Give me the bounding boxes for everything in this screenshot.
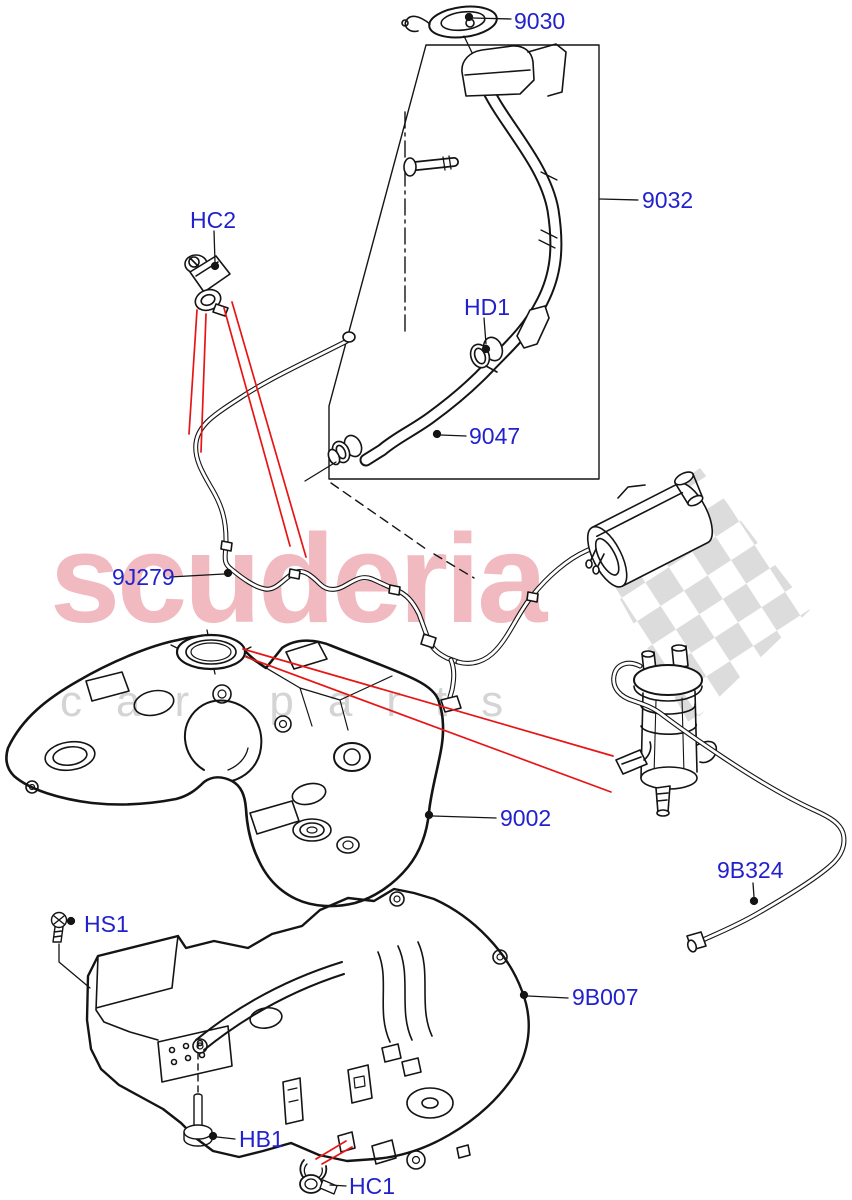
- watermark-tagline-text: car parts: [60, 677, 537, 726]
- part-number-label[interactable]: 9B007: [572, 984, 639, 1010]
- part-number-label[interactable]: HD1: [464, 294, 511, 320]
- screw-hs1-drawing: [50, 911, 68, 943]
- red-pointer-lines: [188, 301, 614, 1165]
- tank-shield-drawing: [85, 887, 530, 1170]
- part-number-label[interactable]: HC2: [190, 207, 237, 233]
- hose-clamp-hc2-drawing: [184, 254, 231, 317]
- part-number-label[interactable]: 9030: [514, 8, 566, 34]
- vent-tube-drawing: [611, 660, 847, 953]
- part-number-label[interactable]: HS1: [84, 911, 129, 937]
- clip-hc1-drawing: [299, 1159, 338, 1195]
- fuel-tank-drawing: [5, 629, 445, 908]
- part-number-label[interactable]: 9047: [469, 423, 521, 449]
- bolt-hb1-drawing: [183, 1041, 213, 1147]
- filler-pipe-box: [328, 44, 600, 579]
- part-number-label[interactable]: HC1: [349, 1173, 396, 1199]
- part-number-label[interactable]: 9032: [642, 187, 694, 213]
- canister-drawing: [585, 471, 714, 588]
- part-number-label[interactable]: 9002: [500, 805, 552, 831]
- part-number-label[interactable]: HB1: [239, 1126, 284, 1152]
- label-leader-lines: [58, 12, 759, 1187]
- fuel-cap-drawing: [401, 5, 498, 85]
- fuel-pump-module-drawing: [615, 644, 718, 817]
- part-number-label[interactable]: 9B324: [717, 857, 784, 883]
- watermark-brand-text: scuderia: [50, 508, 548, 649]
- filler-pipe-drawing: [304, 43, 567, 482]
- part-number-label[interactable]: 9J279: [112, 564, 175, 590]
